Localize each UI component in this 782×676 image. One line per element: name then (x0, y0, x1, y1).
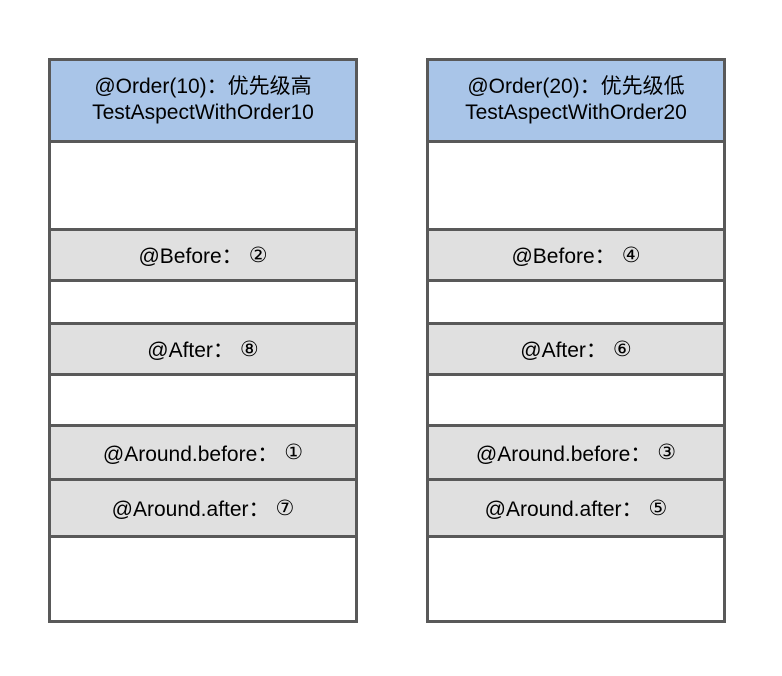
aspect-column-order20: @Order(20)：优先级低 TestAspectWithOrder20 @B… (426, 58, 726, 623)
aspect-header-order20: @Order(20)：优先级低 TestAspectWithOrder20 (429, 61, 723, 143)
advice-order-marker: ⑤ (648, 496, 668, 520)
advice-row-before: @Before： ② (51, 228, 355, 282)
aspect-header-order10: @Order(10)：优先级高 TestAspectWithOrder10 (51, 61, 355, 143)
advice-order-marker: ④ (621, 243, 641, 267)
advice-label: @Around.before： (475, 442, 652, 466)
advice-row-around-before: @Around.before： ① (51, 424, 355, 481)
aspect-gap-row (51, 538, 355, 618)
advice-label: @After： (147, 339, 234, 362)
advice-row-after: @After： ⑥ (429, 322, 723, 376)
advice-row-around-before: @Around.before： ③ (429, 424, 723, 481)
advice-row-after: @After： ⑧ (51, 322, 355, 376)
aspect-header-line2: TestAspectWithOrder20 (465, 100, 687, 124)
advice-row-before: @Before： ④ (429, 228, 723, 282)
aspect-gap-row (429, 376, 723, 424)
aspect-gap-row (429, 538, 723, 618)
aspect-gap-row (51, 143, 355, 228)
advice-order-marker: ③ (657, 441, 677, 464)
advice-label: @Around.after： (484, 498, 643, 521)
advice-label: @Around.before： (102, 442, 279, 466)
aspect-gap-row (51, 376, 355, 424)
advice-label: @Before： (138, 245, 243, 268)
advice-row-around-after: @Around.after： ⑤ (429, 481, 723, 538)
aspect-header-line1: @Order(20)：优先级低 (467, 74, 685, 98)
aspect-gap-row (429, 282, 723, 322)
advice-label: @Before： (511, 245, 616, 268)
advice-order-marker: ⑧ (239, 337, 259, 361)
advice-order-marker: ⑦ (275, 496, 295, 520)
advice-row-around-after: @Around.after： ⑦ (51, 481, 355, 538)
advice-order-marker: ① (284, 441, 304, 464)
advice-order-marker: ② (248, 243, 268, 267)
advice-order-marker: ⑥ (612, 337, 632, 361)
aspect-column-order10: @Order(10)：优先级高 TestAspectWithOrder10 @B… (48, 58, 358, 623)
aspect-header-line2: TestAspectWithOrder10 (92, 100, 314, 124)
aspect-gap-row (51, 282, 355, 322)
advice-label: @Around.after： (111, 498, 270, 521)
aspect-gap-row (429, 143, 723, 228)
advice-label: @After： (520, 339, 607, 362)
aspect-header-line1: @Order(10)：优先级高 (94, 74, 312, 98)
